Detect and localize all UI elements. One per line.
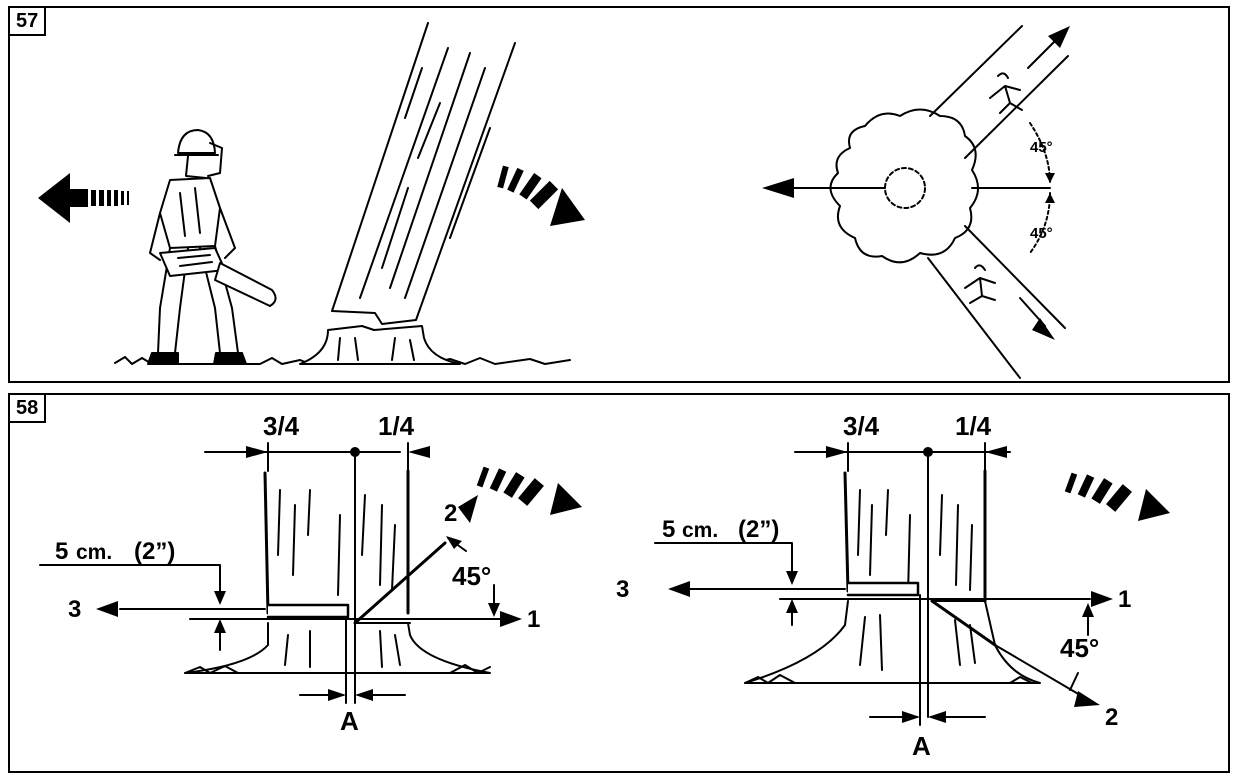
figure-number-58: 58 (8, 393, 47, 423)
right-cut-3-label: 3 (616, 576, 629, 603)
fall-direction-arrow-icon (497, 165, 585, 226)
figure-58-drawing: 3/4 1/4 5 cm. (2”) 3 2 1 45° A 3/4 1/4 5… (39, 411, 1170, 761)
left-cut-2-label: 2 (444, 500, 457, 527)
escape-angle-lower-label: 45° (1030, 225, 1053, 242)
figure-58-panel: 3/4 1/4 5 cm. (2”) 3 2 1 45° A 3/4 1/4 5… (8, 393, 1230, 773)
left-angle-label: 45° (452, 561, 491, 591)
left-hinge-number: 5 (55, 538, 68, 565)
right-hinge-number: 5 (662, 516, 675, 543)
left-fraction-three-quarters: 3/4 (263, 411, 300, 441)
escape-arrow-icon (38, 173, 129, 223)
left-cut-1-label: 1 (527, 606, 540, 633)
escape-angle-upper-label: 45° (1030, 139, 1053, 156)
escape-route-corridors (927, 25, 1070, 379)
left-fraction-one-quarter: 1/4 (378, 411, 415, 441)
right-hinge-unit: cm. (682, 519, 718, 542)
left-hinge-inch: (2”) (134, 538, 175, 565)
felling-cut-diagram-left (39, 442, 522, 704)
falling-tree-illustration (299, 22, 516, 365)
felling-cut-diagram-right (654, 442, 1113, 726)
figure-57-drawing: 45° 45° (38, 22, 1070, 379)
right-angle-label: 45° (1060, 633, 1099, 663)
tree-top-view-illustration (762, 108, 1051, 264)
figure-number-57: 57 (8, 6, 47, 36)
right-fraction-one-quarter: 1/4 (955, 411, 992, 441)
right-cut-2-label: 2 (1105, 704, 1118, 731)
left-dimension-a-label: A (340, 706, 359, 736)
figure-57-panel: 45° 45° 57 (8, 6, 1230, 383)
fall-direction-arrow-left-icon (476, 466, 582, 515)
right-hinge-inch: (2”) (738, 516, 779, 543)
right-dimension-a-label: A (912, 731, 931, 761)
chainsaw-operator-illustration (147, 129, 277, 365)
left-cut-3-label: 3 (68, 596, 81, 623)
fall-direction-arrow-right-icon (1064, 472, 1170, 521)
left-hinge-unit: cm. (76, 541, 112, 564)
right-cut-1-label: 1 (1118, 586, 1131, 613)
right-fraction-three-quarters: 3/4 (843, 411, 880, 441)
